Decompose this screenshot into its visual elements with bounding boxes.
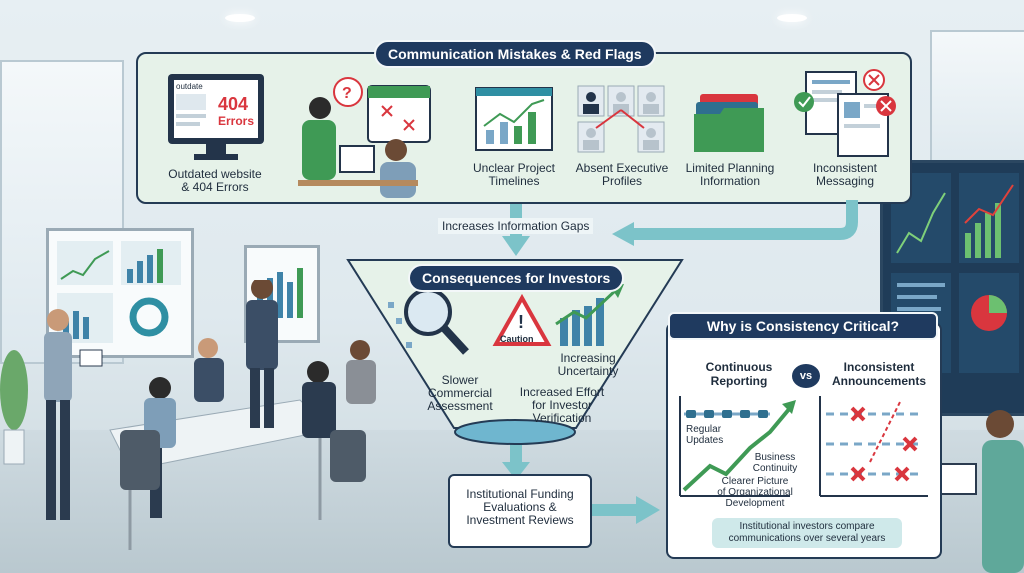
funding-label: Institutional Funding Evaluations & Inve… — [448, 488, 592, 527]
ceiling-light — [777, 14, 807, 22]
continuous-line2: Reporting — [710, 374, 768, 388]
vs-badge: vs — [792, 364, 820, 388]
outdated-website-line1: Outdated website — [168, 167, 262, 181]
clearer-picture-label: Clearer Picture of Organizational Develo… — [708, 476, 802, 509]
consistency-comparison-graphic — [679, 396, 928, 497]
absent-profiles-line2: Profiles — [601, 174, 642, 188]
error-code-text: 404 — [218, 94, 249, 114]
clearer-line2: of Organizational — [717, 487, 793, 498]
inconsistent-messaging-line2: Messaging — [815, 174, 875, 188]
regular-line2: Updates — [686, 435, 724, 446]
limited-planning-line1: Limited Planning — [685, 161, 775, 175]
effort-line3: Verification — [532, 411, 592, 425]
ceiling-light — [225, 14, 255, 22]
business-line1: Business — [754, 452, 796, 463]
information-gaps-label: Increases Information Gaps — [438, 218, 594, 234]
limited-planning-line2: Information — [699, 174, 761, 188]
office-window — [930, 30, 1024, 174]
outdate-text: outdate — [176, 82, 203, 91]
inconsistent-line1: Inconsistent — [843, 360, 915, 374]
timeline-chart-icon — [475, 87, 553, 151]
funding-line2: Evaluations & — [483, 500, 557, 514]
consequences-title: Consequences for Investors — [408, 264, 625, 292]
absent-profiles-line1: Absent Executive — [575, 161, 669, 175]
dashboard-wall-screen — [880, 160, 1024, 416]
funding-box — [448, 474, 592, 548]
institutional-investors-note: Institutional investors compare communic… — [712, 518, 902, 548]
outdated-website-monitor-icon — [168, 74, 264, 160]
business-continuity-label: Business Continuity — [744, 452, 806, 474]
unclear-timelines-line1: Unclear Project — [472, 161, 556, 175]
increased-effort-label: Increased Effort for Investor Verificati… — [510, 386, 614, 425]
clearer-line3: Development — [725, 498, 785, 509]
uncertainty-line2: Uncertainty — [557, 364, 619, 378]
inconsistent-messaging-line1: Inconsistent — [812, 161, 878, 175]
slower-line3: Assessment — [427, 399, 493, 413]
slower-assessment-label: Slower Commercial Assessment — [420, 374, 500, 413]
continuous-reporting-heading: Continuous Reporting — [684, 360, 794, 388]
meeting-people-illustration — [0, 280, 376, 550]
regular-updates-label: Regular Updates — [686, 424, 723, 446]
continuous-line1: Continuous — [705, 360, 773, 374]
standing-woman-illustration — [940, 410, 1024, 573]
footer-line2: communications over several years — [728, 533, 886, 544]
error-word-text: Errors — [218, 114, 255, 128]
slower-line2: Commercial — [427, 386, 492, 400]
svg-text:?: ? — [342, 85, 352, 102]
absent-profiles-icon — [577, 85, 665, 153]
footer-line1: Institutional investors compare — [739, 521, 875, 532]
funding-line3: Investment Reviews — [466, 513, 574, 527]
increasing-uncertainty-label: Increasing Uncertainty — [548, 352, 628, 378]
effort-line1: Increased Effort — [519, 385, 605, 399]
confused-meeting-illustration: ? — [298, 77, 431, 198]
unclear-timelines-line2: Timelines — [488, 174, 540, 188]
inconsistent-messaging-icon — [794, 69, 896, 157]
slower-line1: Slower — [441, 373, 479, 387]
caution-text: Caution — [500, 334, 534, 344]
funding-line1: Institutional Funding — [466, 487, 574, 501]
clearer-line1: Clearer Picture — [721, 476, 789, 487]
consistency-title: Why is Consistency Critical? — [668, 312, 938, 340]
outdated-website-label: Outdated website & 404 Errors — [150, 168, 280, 194]
red-flags-title: Communication Mistakes & Red Flags — [374, 40, 656, 68]
folders-icon — [694, 94, 764, 152]
inconsistent-messaging-label: Inconsistent Messaging — [790, 162, 900, 188]
inconsistent-line2: Announcements — [831, 374, 926, 388]
business-line2: Continuity — [752, 463, 798, 474]
effort-line2: for Investor — [531, 398, 593, 412]
svg-text:!: ! — [518, 312, 524, 332]
outdated-website-line2: & 404 Errors — [181, 180, 249, 194]
uncertainty-line1: Increasing — [560, 351, 616, 365]
consequences-funnel: ! — [346, 259, 684, 445]
absent-profiles-label: Absent Executive Profiles — [562, 162, 682, 188]
regular-line1: Regular — [686, 424, 722, 435]
wall-chart-graphic — [57, 241, 181, 343]
unclear-timelines-label: Unclear Project Timelines — [456, 162, 572, 188]
inconsistent-announcements-heading: Inconsistent Announcements — [822, 360, 936, 388]
limited-planning-label: Limited Planning Information — [678, 162, 782, 188]
